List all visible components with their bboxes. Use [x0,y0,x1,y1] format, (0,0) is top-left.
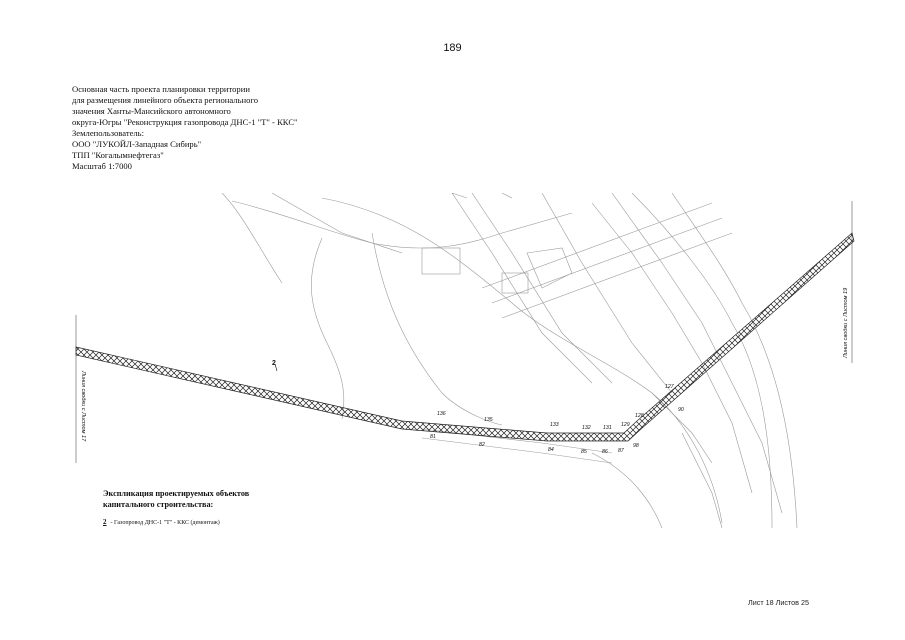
point-label-129: 129 [621,422,630,428]
point-label-135: 135 [484,417,493,423]
object-label: 2 [272,360,278,372]
point-label-85: 85 [581,449,587,455]
right-match-line-label: Линия сводки с Листом 19 [843,288,849,359]
plan-map: 2 136 135 133 132 131 129 128 127 81 82 … [75,193,855,529]
legend-item: 2- Газопровод ДНС-1 "Т" - ККС (демонтаж) [103,518,220,526]
point-label-131: 131 [603,425,612,431]
header-line-5: Землепользователь: [72,128,144,138]
point-label-133: 133 [550,422,559,428]
point-label-81: 81 [430,434,436,440]
header-line-3: значения Ханты-Мансийского автономного [72,106,231,116]
point-label-90: 90 [678,407,684,413]
legend-title: Экспликация проектируемых объектов капит… [103,488,249,510]
point-label-82: 82 [479,442,485,448]
legend-title-line-1: Экспликация проектируемых объектов [103,489,250,498]
legend-item-text: - Газопровод ДНС-1 "Т" - ККС (демонтаж) [110,520,220,526]
header-line-1: Основная часть проекта планировки террит… [72,84,250,94]
header-block: Основная часть проекта планировки террит… [72,84,412,172]
header-line-6: ООО "ЛУКОЙЛ-Западная Сибирь" [72,139,202,149]
page-number: 189 [443,42,462,54]
point-label-127: 127 [665,384,675,390]
sheet-info: Лист 18 Листов 25 [748,598,809,607]
point-label-98: 98 [633,443,639,449]
object-number-label: 2 [272,360,276,367]
point-label-132: 132 [582,425,591,431]
legend-title-line-2: капитального строительства: [103,500,214,509]
header-line-2: для размещения линейного объекта региона… [72,95,259,105]
legend-item-number: 2 [103,518,107,526]
left-match-line-label: Линия сводки с Листом 17 [80,370,86,442]
header-line-4: округа-Югры "Реконструкция газопровода Д… [72,117,298,127]
point-label-84: 84 [548,447,554,453]
header-line-7: ТПП "Когалымнефтегаз" [72,150,164,160]
point-label-136: 136 [437,411,446,417]
point-label-87: 87 [618,448,625,454]
point-label-86: 86 [602,449,608,455]
pipeline-band [75,232,855,442]
header-line-8: Масштаб 1:7000 [72,161,132,171]
map-linework [75,193,853,529]
point-label-128: 128 [635,413,644,419]
